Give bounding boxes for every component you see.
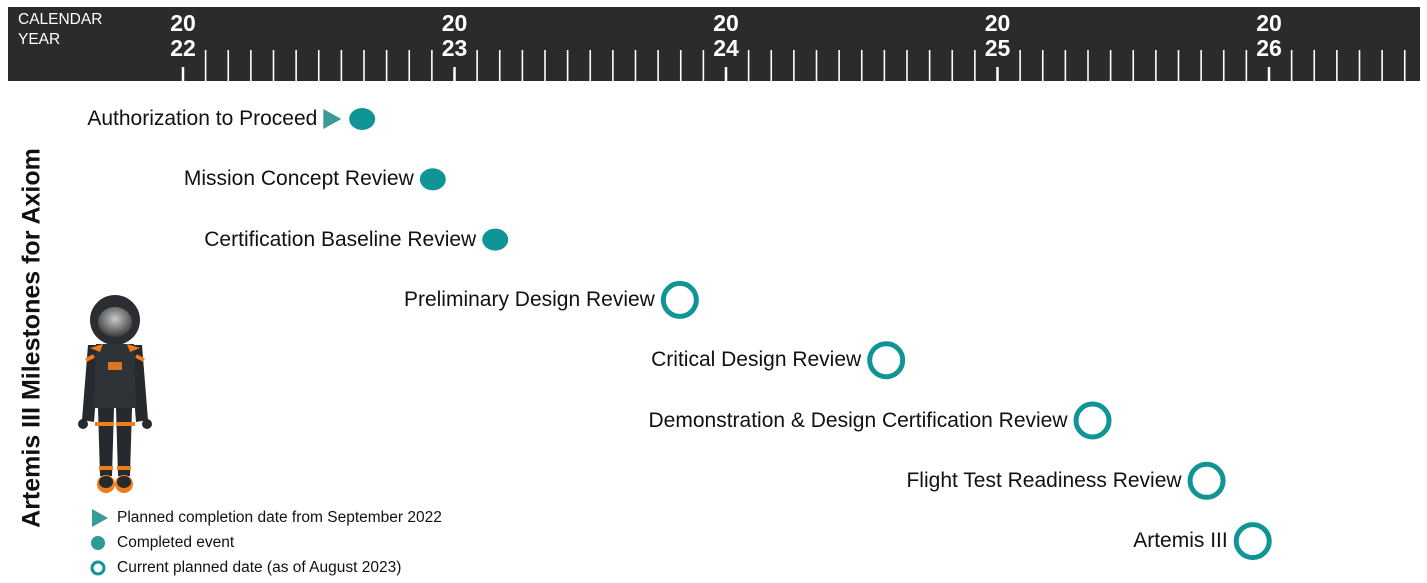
timeline-bar [8, 7, 1420, 81]
legend-item-completed: Completed event [90, 530, 442, 555]
axis-label: CALENDAR YEAR [18, 11, 103, 48]
milestone-label: Critical Design Review [651, 348, 862, 372]
spacesuit-illustration [78, 295, 152, 493]
year-label: 20 [713, 10, 739, 36]
milestone-label: Flight Test Readiness Review [906, 468, 1182, 492]
planned-date-marker [323, 109, 342, 129]
legend-label: Completed event [117, 534, 235, 551]
year-label: 23 [442, 35, 468, 61]
current-planned-marker [660, 280, 699, 319]
legend: Planned completion date from September 2… [90, 505, 442, 580]
year-label: 20 [442, 10, 468, 36]
year-label: 20 [985, 10, 1011, 36]
triangle-icon [92, 509, 108, 527]
milestone-label: Artemis III [1133, 529, 1228, 553]
legend-label: Planned completion date from September 2… [117, 509, 442, 526]
year-label: 25 [985, 35, 1011, 61]
milestone-label: Preliminary Design Review [403, 287, 655, 311]
open-circle-icon [90, 560, 106, 576]
current-planned-marker [867, 341, 906, 380]
completed-event-marker [482, 228, 509, 251]
current-planned-marker [1073, 401, 1112, 440]
milestone-label: Certification Baseline Review [204, 227, 477, 251]
completed-event-marker [349, 108, 376, 130]
year-label: 26 [1256, 35, 1282, 61]
year-label: 24 [713, 35, 739, 61]
year-label: 20 [170, 10, 196, 36]
year-label: 22 [170, 35, 196, 61]
milestone-label: Demonstration & Design Certification Rev… [648, 408, 1068, 432]
current-planned-marker [1187, 461, 1226, 500]
milestone-label: Authorization to Proceed [87, 107, 318, 130]
year-label: 20 [1256, 10, 1282, 36]
filled-circle-icon [91, 536, 105, 550]
completed-event-marker [419, 168, 446, 191]
legend-item-current: Current planned date (as of August 2023) [90, 555, 442, 580]
current-planned-marker [1233, 522, 1272, 561]
legend-label: Current planned date (as of August 2023) [117, 559, 402, 576]
milestone-label: Mission Concept Review [183, 167, 414, 191]
legend-item-planned: Planned completion date from September 2… [90, 505, 442, 530]
